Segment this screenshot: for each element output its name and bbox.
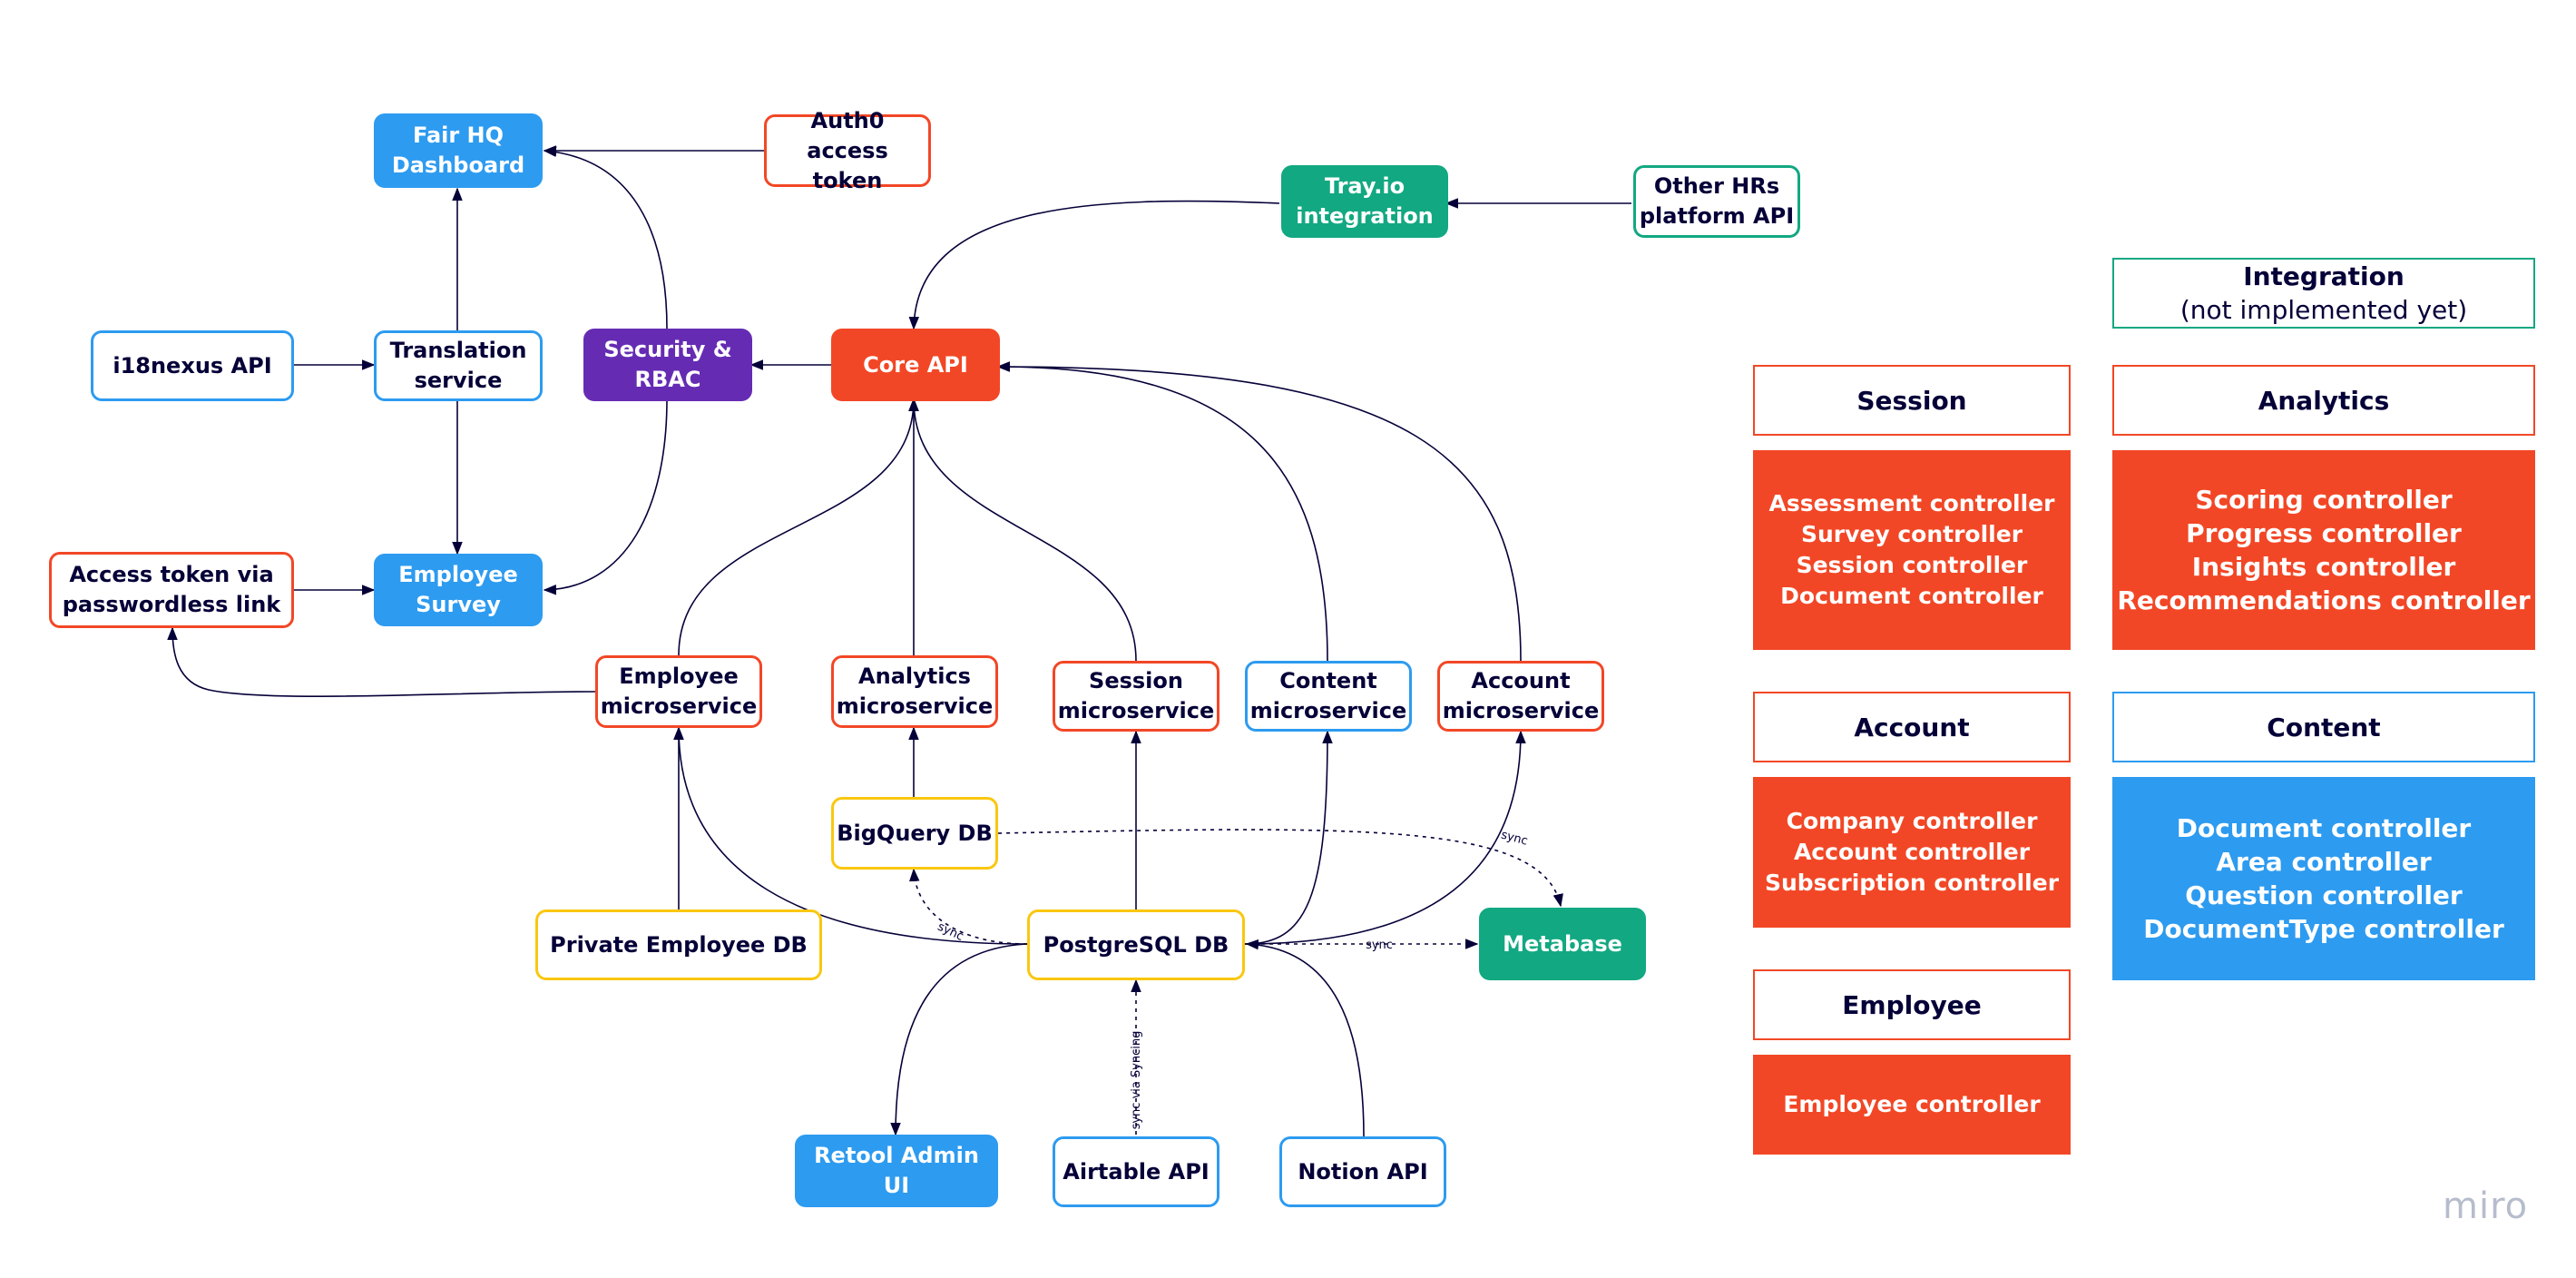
edge-bigquery-to-metabase: [997, 829, 1563, 908]
edge-label-sync-metabase: sync: [1366, 939, 1393, 952]
controller-item: Document controller: [1780, 583, 2043, 609]
legend-session-header: Session: [1753, 365, 2071, 436]
node-session-microservice[interactable]: Session microservice: [1053, 661, 1219, 732]
node-metabase[interactable]: Metabase: [1479, 908, 1646, 980]
node-analytics-microservice[interactable]: Analytics microservice: [831, 655, 998, 728]
controller-item: Survey controller: [1800, 521, 2023, 547]
controller-item: Question controller: [2185, 880, 2463, 910]
legend-analytics-controllers: Scoring controller Progress controller I…: [2112, 450, 2535, 650]
node-i18nexus-api[interactable]: i18nexus API: [91, 330, 294, 401]
node-account-microservice[interactable]: Account microservice: [1437, 661, 1604, 732]
node-core-api[interactable]: Core API: [831, 329, 1000, 401]
node-other-hrs-platform-api[interactable]: Other HRs platform API: [1633, 165, 1800, 238]
node-translation-service[interactable]: Translation service: [374, 330, 543, 401]
node-auth0-access-token[interactable]: Auth0 access token: [764, 108, 931, 193]
legend-integration: Integration (not implemented yet): [2112, 258, 2535, 329]
legend-session-controllers: Assessment controller Survey controller …: [1753, 450, 2071, 650]
node-private-employee-db[interactable]: Private Employee DB: [535, 909, 822, 980]
legend-employee-header: Employee: [1753, 969, 2071, 1040]
node-tray-integration[interactable]: Tray.io integration: [1281, 165, 1448, 238]
node-postgresql-db[interactable]: PostgreSQL DB: [1027, 909, 1245, 980]
controller-item: Company controller: [1786, 808, 2038, 834]
edge-postgres-to-account: [1244, 730, 1526, 945]
node-access-token-passwordless[interactable]: Access token via passwordless link: [49, 552, 294, 628]
edge-employee-to-core: [678, 398, 919, 656]
edge-security-to-fairhq: [543, 146, 668, 329]
legend-analytics-header: Analytics: [2112, 365, 2535, 436]
node-employee-microservice[interactable]: Employee microservice: [595, 655, 762, 728]
controller-item: Progress controller: [2186, 518, 2462, 548]
node-retool-admin-ui[interactable]: Retool Admin UI: [795, 1135, 998, 1207]
controller-item: Account controller: [1793, 839, 2031, 865]
legend-integration-subtitle: (not implemented yet): [2179, 295, 2468, 325]
controller-item: Recommendations controller: [2117, 585, 2531, 615]
edge-postgres-to-bigquery: [909, 868, 1028, 945]
controller-item: Employee controller: [1783, 1091, 2041, 1117]
node-content-microservice[interactable]: Content microservice: [1245, 661, 1412, 732]
edge-content-to-core: [996, 361, 1328, 662]
edge-notion-to-postgres: [1245, 939, 1365, 1137]
controller-item: Scoring controller: [2195, 485, 2453, 515]
node-employee-survey[interactable]: Employee Survey: [374, 554, 543, 626]
controller-item: Insights controller: [2191, 552, 2456, 582]
node-airtable-api[interactable]: Airtable API: [1053, 1136, 1219, 1207]
controller-item: DocumentType controller: [2143, 914, 2504, 944]
edge-security-to-survey: [543, 398, 668, 595]
controller-item: Area controller: [2216, 847, 2432, 877]
controller-item: Assessment controller: [1768, 490, 2055, 516]
edge-tray-to-core: [908, 200, 1280, 330]
legend-integration-title: Integration: [2243, 261, 2405, 291]
edge-account-to-core: [996, 361, 1522, 662]
edge-label-sync-bq-metabase: sync: [1500, 829, 1530, 849]
edge-employee-to-accesstoken: [167, 626, 596, 698]
miro-watermark: miro: [2443, 1185, 2529, 1227]
legend-account-header: Account: [1753, 692, 2071, 762]
edge-postgres-to-employee: [673, 726, 1028, 945]
node-security-rbac[interactable]: Security & RBAC: [583, 329, 752, 401]
edge-session-to-core: [908, 398, 1137, 662]
edge-label-sync-airtable: sync via Syncing: [1130, 1031, 1143, 1130]
node-bigquery-db[interactable]: BigQuery DB: [831, 797, 998, 870]
legend-account-controllers: Company controller Account controller Su…: [1753, 777, 2071, 928]
edge-postgres-to-retool: [890, 943, 1028, 1136]
controller-item: Subscription controller: [1764, 870, 2060, 896]
node-fair-hq-dashboard[interactable]: Fair HQ Dashboard: [374, 113, 543, 188]
legend-content-header: Content: [2112, 692, 2535, 762]
edge-postgres-to-content: [1244, 730, 1333, 945]
controller-item: Document controller: [2176, 813, 2472, 843]
legend-content-controllers: Document controller Area controller Ques…: [2112, 777, 2535, 980]
legend-employee-controllers: Employee controller: [1753, 1055, 2071, 1155]
node-notion-api[interactable]: Notion API: [1279, 1136, 1446, 1207]
controller-item: Session controller: [1796, 552, 2028, 578]
